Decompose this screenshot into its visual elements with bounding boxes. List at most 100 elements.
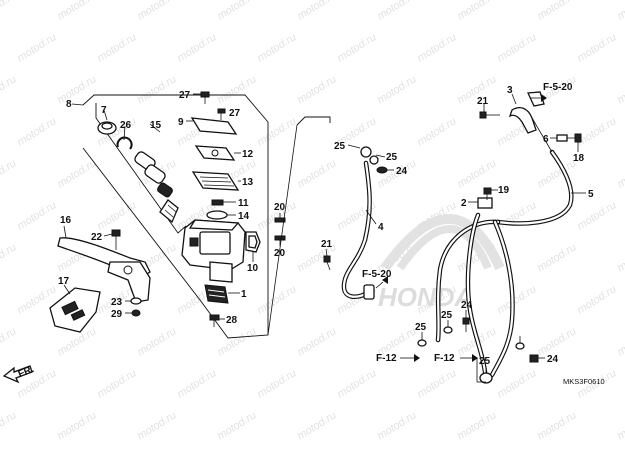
- screw-27-b: [217, 108, 226, 120]
- callout-28: 28: [226, 315, 238, 326]
- watermark-text-68: motod.ru: [0, 325, 18, 358]
- watermark-text-2: motod.ru: [135, 0, 178, 23]
- watermark-text-4: motod.ru: [295, 0, 338, 23]
- callout-4: 4: [378, 222, 384, 233]
- watermark-text-89: motod.ru: [295, 409, 338, 442]
- lever-bracket-17: [49, 287, 101, 333]
- watermark-text-80: motod.ru: [255, 367, 298, 400]
- watermark-text-83: motod.ru: [495, 367, 538, 400]
- float-11: [211, 199, 224, 206]
- watermark-text-67: motod.ru: [575, 283, 618, 316]
- watermark-text-78: motod.ru: [95, 367, 138, 400]
- watermark-text-44: motod.ru: [95, 199, 138, 232]
- bleeder-cap-18: [574, 133, 582, 143]
- callout-19: 19: [498, 185, 510, 196]
- watermark-text-25: motod.ru: [615, 73, 625, 106]
- watermark-text-11: motod.ru: [175, 31, 218, 64]
- watermark-text-92: motod.ru: [535, 409, 578, 442]
- watermark-text-88: motod.ru: [215, 409, 258, 442]
- bolt-20-a: [274, 213, 286, 223]
- callout-3: 3: [507, 85, 513, 96]
- callout-15: 15: [150, 120, 162, 131]
- front-direction-arrow: [2, 365, 33, 384]
- watermark-text-31: motod.ru: [415, 115, 458, 148]
- callout-9: 9: [178, 117, 184, 128]
- watermark-text-51: motod.ru: [0, 241, 18, 274]
- watermark-text-79: motod.ru: [175, 367, 218, 400]
- callout-1: 1: [241, 289, 247, 300]
- callout-16: 16: [60, 215, 72, 226]
- callout-6: 6: [543, 134, 549, 145]
- callout-5: 5: [588, 189, 594, 200]
- boot-7: [97, 121, 117, 135]
- watermark-text-76: motod.ru: [615, 325, 625, 358]
- washer-24-a: [376, 166, 388, 174]
- watermark-text-20: motod.ru: [215, 73, 258, 106]
- pivot-bolt-22: [111, 229, 121, 250]
- ref-f-12-mid: F-12: [434, 353, 455, 364]
- callout-12: 12: [242, 149, 254, 160]
- bolt-24-b: [462, 317, 470, 332]
- watermark-text-47: motod.ru: [335, 199, 378, 232]
- watermark-text-91: motod.ru: [455, 409, 498, 442]
- callout-25-b: 25: [386, 152, 398, 163]
- nut-23: [130, 297, 142, 305]
- master-cylinder-body: [181, 219, 246, 283]
- watermark-text-66: motod.ru: [495, 283, 538, 316]
- watermark-text-71: motod.ru: [215, 325, 258, 358]
- direction-label: FR.: [17, 364, 36, 380]
- callout-11: 11: [238, 198, 249, 209]
- callout-27-b: 27: [229, 108, 241, 119]
- nut-29: [131, 309, 141, 317]
- callout-25-a: 25: [334, 141, 346, 152]
- watermark-text-22: motod.ru: [375, 73, 418, 106]
- watermark-text-90: motod.ru: [375, 409, 418, 442]
- watermark-text-43: motod.ru: [15, 199, 58, 232]
- watermark-text-87: motod.ru: [135, 409, 178, 442]
- callout-21-a: 21: [321, 239, 333, 250]
- callout-25-e: 25: [479, 356, 491, 367]
- watermark-text-13: motod.ru: [335, 31, 378, 64]
- clip-2: [477, 197, 493, 209]
- plate-14: [206, 210, 228, 220]
- brake-hose-4: [341, 146, 379, 300]
- watermark-text-10: motod.ru: [95, 31, 138, 64]
- watermark-text-6: motod.ru: [455, 0, 498, 23]
- bolt-21-a: [323, 255, 331, 271]
- watermark-text-29: motod.ru: [255, 115, 298, 148]
- callout-22: 22: [91, 232, 103, 243]
- watermark-text-49: motod.ru: [495, 199, 538, 232]
- screw-28: [209, 314, 220, 327]
- watermark-text-35: motod.ru: [55, 157, 98, 190]
- watermark-text-14: motod.ru: [415, 31, 458, 64]
- watermark-text-72: motod.ru: [295, 325, 338, 358]
- watermark-text-3: motod.ru: [215, 0, 258, 23]
- watermark-text-34: motod.ru: [0, 157, 18, 190]
- callout-20-b: 20: [274, 248, 286, 259]
- watermark-text-15: motod.ru: [495, 31, 538, 64]
- watermark-text-0: motod.ru: [0, 0, 18, 23]
- watermark-text-70: motod.ru: [135, 325, 178, 358]
- bolt-20-b: [274, 235, 286, 246]
- reservoir-cap-9: [190, 117, 238, 135]
- washer-25-e: [479, 372, 493, 384]
- brake-hose-5: [435, 149, 574, 378]
- piston-set-15: [134, 151, 179, 224]
- screw-27-a: [200, 91, 210, 104]
- bracket-4: [296, 116, 331, 126]
- brand-mark: HONDA: [378, 282, 473, 312]
- callout-24-b: 24: [461, 300, 473, 311]
- bracket-8: [82, 94, 269, 339]
- watermark-text-9: motod.ru: [15, 31, 58, 64]
- watermark-text-21: motod.ru: [295, 73, 338, 106]
- watermark-text-17: motod.ru: [0, 73, 18, 106]
- callout-2: 2: [461, 198, 467, 209]
- watermark-text-50: motod.ru: [575, 199, 618, 232]
- callout-8: 8: [66, 99, 72, 110]
- watermark-text-85: motod.ru: [0, 409, 18, 442]
- callout-26: 26: [120, 120, 132, 131]
- callout-24-c: 24: [547, 354, 559, 365]
- callout-18: 18: [573, 153, 585, 164]
- washer-25-f: [515, 342, 525, 350]
